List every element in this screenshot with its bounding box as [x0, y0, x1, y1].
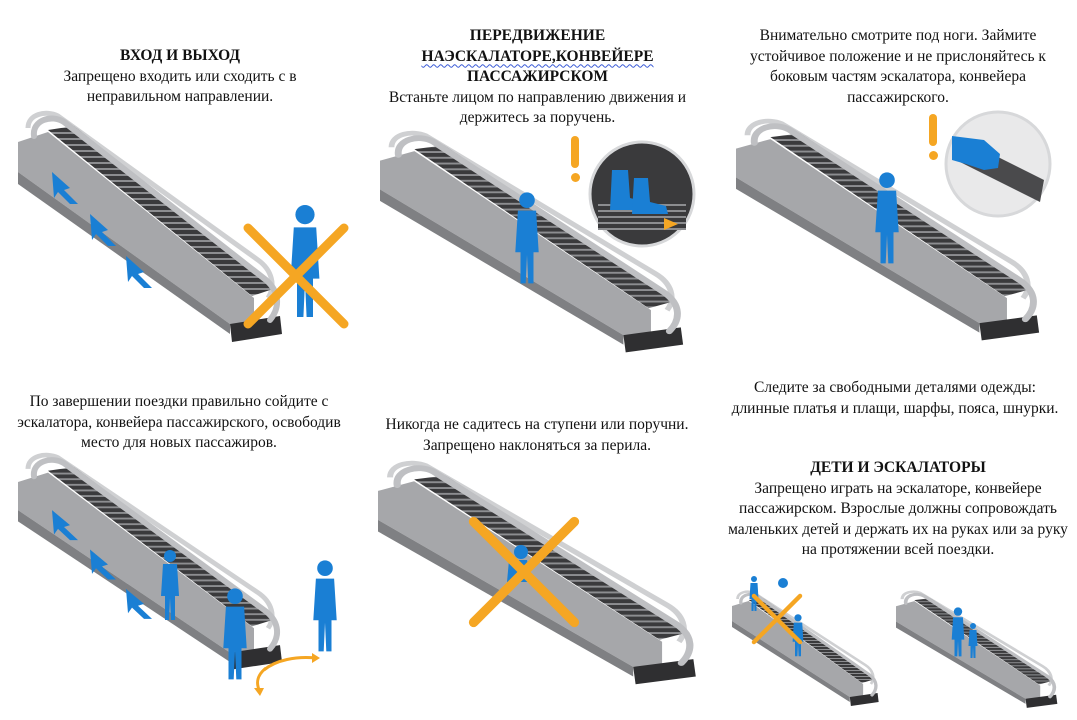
- panel-children-heading: ДЕТИ И ЭСКАЛАТОРЫ: [810, 459, 986, 476]
- direction-arrow: [254, 653, 320, 696]
- handrail-closeup-icon: [944, 110, 1052, 218]
- panel-entry-text: ВХОД И ВЫХОД Запрещено входить или сходи…: [30, 46, 330, 108]
- prohibited-cross: [472, 520, 576, 624]
- panel-children-text: ДЕТИ И ЭСКАЛАТОРЫ Запрещено играть на эс…: [728, 458, 1068, 561]
- panel-footing-body: Внимательно смотрите под ноги. Займите у…: [750, 27, 1046, 106]
- panel-moving-body: Встаньте лицом по направлению движения и…: [388, 88, 687, 127]
- panel-moving-text: ПЕРЕДВИЖЕНИЕ НАЭСКАЛАТОРЕ,КОНВЕЙЕРЕ ПАСС…: [370, 26, 705, 129]
- direction-arrow: [52, 172, 152, 288]
- panel-sitting-body: Никогда не садитесь на ступени или поруч…: [385, 416, 689, 454]
- panel-clothing-text: Следите за свободными деталями одежды: д…: [730, 378, 1060, 419]
- person-silhouette: [161, 550, 179, 620]
- prohibited-cross: [246, 226, 346, 326]
- panel-exit-body: По завершении поездки правильно сойдите …: [17, 393, 341, 451]
- panel-clothing-body: Следите за свободными деталями одежды: д…: [731, 379, 1059, 417]
- direction-arrow: [52, 510, 152, 619]
- exclamation-mark: [926, 114, 940, 164]
- panel-moving-heading-2: НАЭСКАЛАТОРЕ,КОНВЕЙЕРЕ: [421, 47, 654, 65]
- person-silhouette: [968, 623, 978, 658]
- panel-sitting-text: Никогда не садитесь на ступени или поруч…: [372, 415, 702, 456]
- panel-children-body: Запрещено играть на эскалаторе, конвейер…: [728, 479, 1068, 559]
- escalator-illustration: [18, 110, 288, 350]
- panel-entry-heading: ВХОД И ВЫХОД: [119, 47, 241, 64]
- panel-moving-heading-1: ПЕРЕДВИЖЕНИЕ: [469, 27, 606, 44]
- person-silhouette: [515, 192, 539, 284]
- panel-footing-text: Внимательно смотрите под ноги. Займите у…: [728, 26, 1068, 108]
- panel-exit-text: По завершении поездки правильно сойдите …: [14, 392, 344, 454]
- prohibited-cross: [752, 594, 802, 644]
- panel-moving-heading-3: ПАССАЖИРСКОМ: [466, 68, 609, 85]
- exclamation-mark: [568, 136, 582, 186]
- panel-entry-body: Запрещено входить или сходить с в неправ…: [63, 67, 297, 106]
- person-silhouette: [875, 172, 899, 264]
- feet-closeup-icon: [588, 140, 696, 248]
- ball-icon: [778, 578, 788, 588]
- escalator-illustration: [18, 452, 288, 677]
